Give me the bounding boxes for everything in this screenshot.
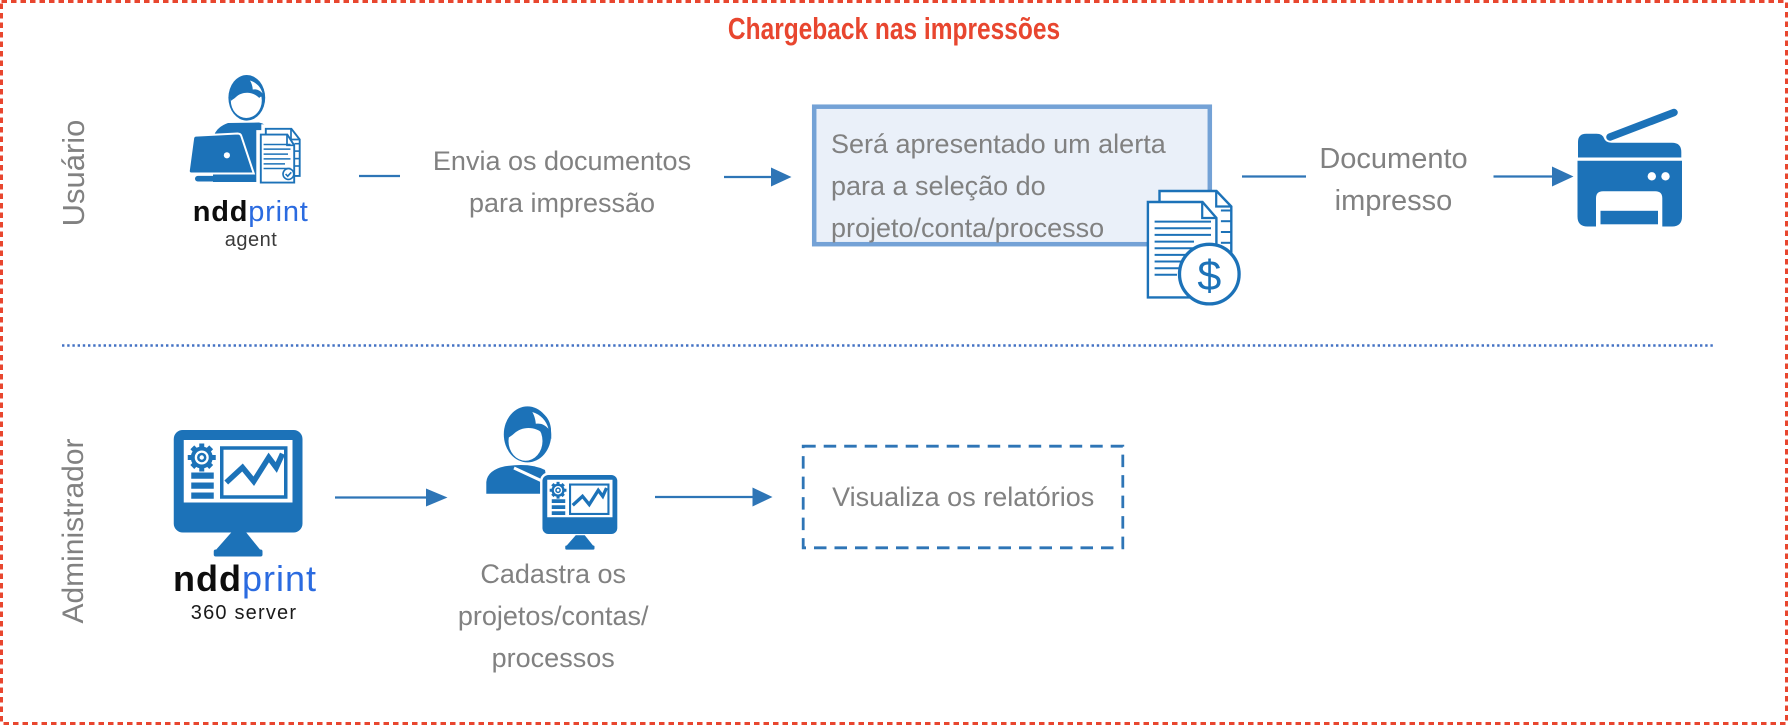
- svg-text:$: $: [1197, 252, 1221, 300]
